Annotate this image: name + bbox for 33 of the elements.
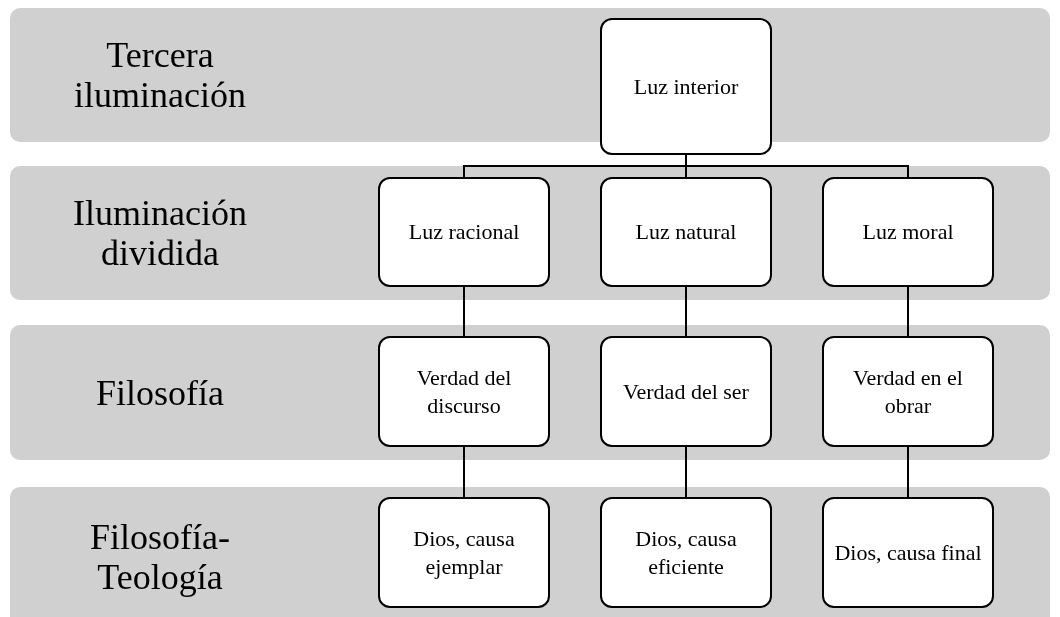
box-label: Dios, causa final [834, 538, 982, 567]
band-label: Filosofía-Teología [89, 517, 231, 597]
box-label: Luz interior [633, 72, 739, 101]
connector-line [685, 286, 687, 337]
band [10, 166, 1050, 300]
process-box [378, 336, 550, 447]
connector-line [685, 446, 687, 498]
box-label: Dios, causa ejemplar [412, 524, 516, 581]
process-box [822, 497, 994, 608]
process-box [600, 177, 772, 287]
process-box [600, 497, 772, 608]
box-label: Verdad del ser [623, 377, 749, 406]
box-label: Dios, causa eficiente [634, 524, 738, 581]
connector-line [463, 286, 465, 337]
connector-line [463, 446, 465, 498]
band [10, 325, 1050, 460]
band-label: Tercera iluminación [73, 35, 247, 115]
process-box [822, 177, 994, 287]
band-label: Filosofía [95, 372, 225, 413]
process-box [822, 336, 994, 447]
connector-line [907, 286, 909, 337]
connector-line [907, 446, 909, 498]
process-box [600, 336, 772, 447]
box-label: Luz natural [635, 218, 737, 246]
process-box [378, 497, 550, 608]
box-label: Luz racional [408, 218, 520, 246]
box-label: Verdad del discurso [415, 363, 513, 420]
process-box [600, 18, 772, 155]
box-label: Luz moral [862, 218, 954, 246]
band-label: Iluminación dividida [72, 193, 248, 273]
band [10, 487, 1050, 617]
process-box [378, 177, 550, 287]
box-label: Verdad en el obrar [852, 363, 964, 420]
